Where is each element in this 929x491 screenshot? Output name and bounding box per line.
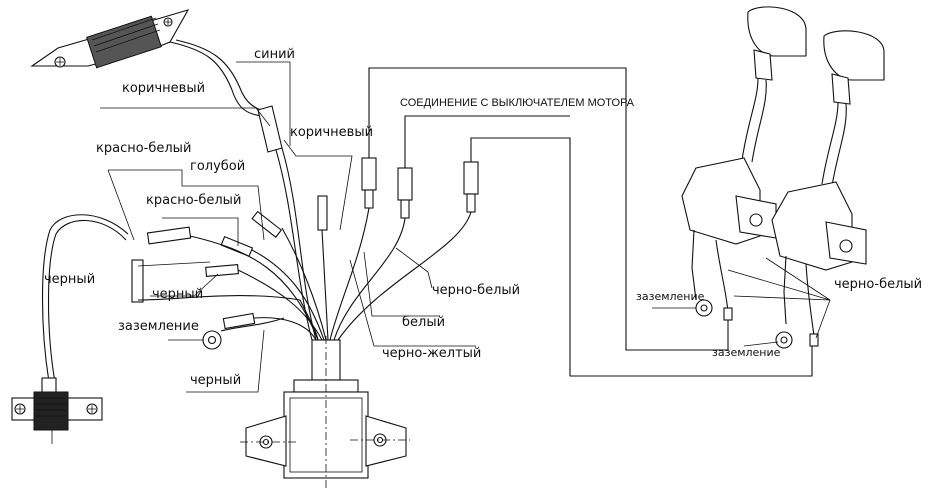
engine-switch: [11, 214, 129, 444]
label-cherno-belyi-right: черно-белый: [834, 277, 922, 292]
switch-connectors: [361, 157, 479, 219]
cdi-unit: [240, 336, 410, 488]
label-cherno-zheltyi: черно-желтый: [382, 346, 481, 361]
ignition-coil-1: [681, 6, 807, 321]
ignition-coil-2: [771, 30, 885, 349]
label-krasno-belyi-top: красно-белый: [96, 141, 191, 156]
leader-lines: [100, 61, 831, 393]
harness-connectors: [131, 195, 328, 350]
label-belyi: белый: [402, 315, 445, 330]
label-korichnevyi-mid: коричневый: [290, 125, 373, 140]
label-korichnevyi-top: коричневый: [122, 81, 205, 96]
label-cherno-belyi-mid: черно-белый: [432, 283, 520, 298]
label-zazemlenie-right-2: заземление: [712, 346, 781, 359]
label-chernyi-mid: черный: [152, 287, 203, 302]
label-chernyi-bottom: черный: [190, 373, 241, 388]
label-zazemlenie-right-1: заземление: [636, 290, 705, 303]
harness-wires: [137, 147, 472, 341]
label-motor-switch: СОЕДИНЕНИЕ С ВЫКЛЮЧАТЕЛЕМ МОТОРА: [400, 97, 635, 109]
coil-routing-wires: [368, 67, 813, 377]
label-krasno-belyi-mid: красно-белый: [146, 193, 241, 208]
label-goluboi: голубой: [190, 159, 245, 174]
label-chernyi-left: черный: [44, 272, 95, 287]
labels: синий коричневый коричневый красно-белый…: [44, 47, 922, 388]
label-sinii: синий: [254, 47, 295, 62]
label-zazemlenie-left: заземление: [118, 319, 199, 334]
stator-coil: [30, 9, 283, 153]
